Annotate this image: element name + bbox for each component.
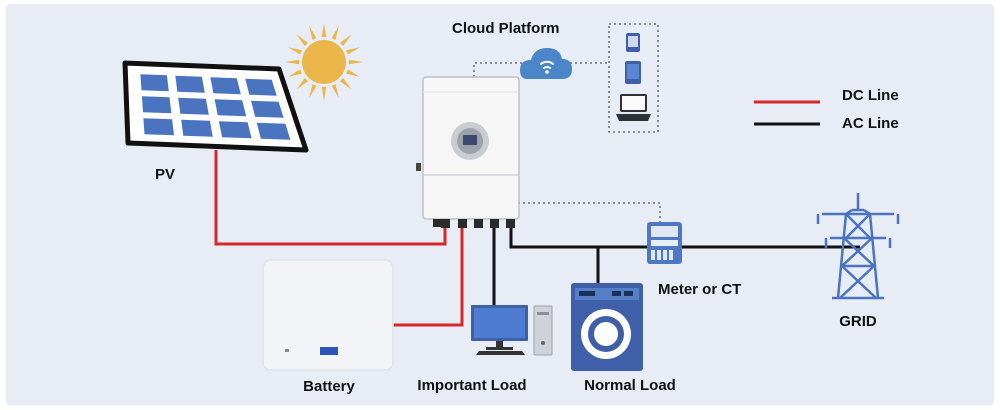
sun-ray (288, 47, 302, 55)
legend-ac-label: AC Line (842, 115, 899, 132)
pv-cell (140, 74, 169, 92)
sun-icon (285, 23, 363, 101)
sun-ray (348, 59, 363, 65)
sun-ray (296, 78, 308, 90)
pv-cell (181, 119, 213, 137)
sun-ray (296, 34, 308, 46)
inverter-icon (416, 76, 520, 228)
cloud-wifi-icon (520, 48, 572, 79)
washing-machine-icon (571, 283, 643, 371)
sun-ray (340, 34, 352, 46)
transmission-tower-icon (816, 193, 900, 300)
meter-icon (647, 222, 682, 264)
pv-cell (214, 99, 247, 117)
sun-ray (321, 86, 327, 101)
ac-line-grid (509, 226, 860, 249)
comm-line-cloud (473, 62, 522, 77)
dc-line-pv (214, 150, 447, 246)
laptop-icon (616, 94, 651, 121)
ac-lines (492, 226, 860, 305)
label-normal-load: Normal Load (584, 377, 676, 394)
pv-cell (251, 100, 284, 118)
label-battery: Battery (303, 378, 355, 395)
sun-ray (346, 69, 360, 77)
legend-dc-label: DC Line (842, 87, 899, 104)
battery-icon (262, 259, 394, 371)
sun-ray (285, 59, 300, 65)
label-grid: GRID (839, 313, 877, 330)
pv-cell (143, 118, 174, 136)
sun-ray (309, 26, 317, 40)
phone-icon (625, 61, 641, 84)
devices-box (608, 23, 659, 133)
label-important-load: Important Load (417, 377, 527, 394)
pv-cell (141, 96, 172, 114)
sun-ray (309, 84, 317, 98)
dc-lines (214, 150, 464, 327)
label-pv: PV (155, 166, 176, 183)
comm-lines (473, 23, 661, 222)
sun-ray (346, 47, 360, 55)
dc-line-battery (393, 226, 464, 327)
pv-cell (175, 75, 205, 93)
pv-cell (210, 77, 241, 95)
tablet-icon (626, 33, 640, 52)
sun-ray (321, 23, 327, 38)
pv-cell (218, 121, 252, 139)
pv-cell (256, 122, 291, 140)
computer-icon (471, 305, 553, 356)
sun-ray (288, 69, 302, 77)
solar-panel-icon (122, 60, 309, 153)
sun-ray (331, 84, 339, 98)
label-meter: Meter or CT (658, 281, 742, 298)
comm-line-meter (518, 202, 661, 222)
sun-ray (340, 78, 352, 90)
pv-cell (245, 78, 277, 96)
pv-cell (178, 97, 209, 115)
sun-ray (331, 26, 339, 40)
label-cloud-platform: Cloud Platform (452, 20, 560, 37)
